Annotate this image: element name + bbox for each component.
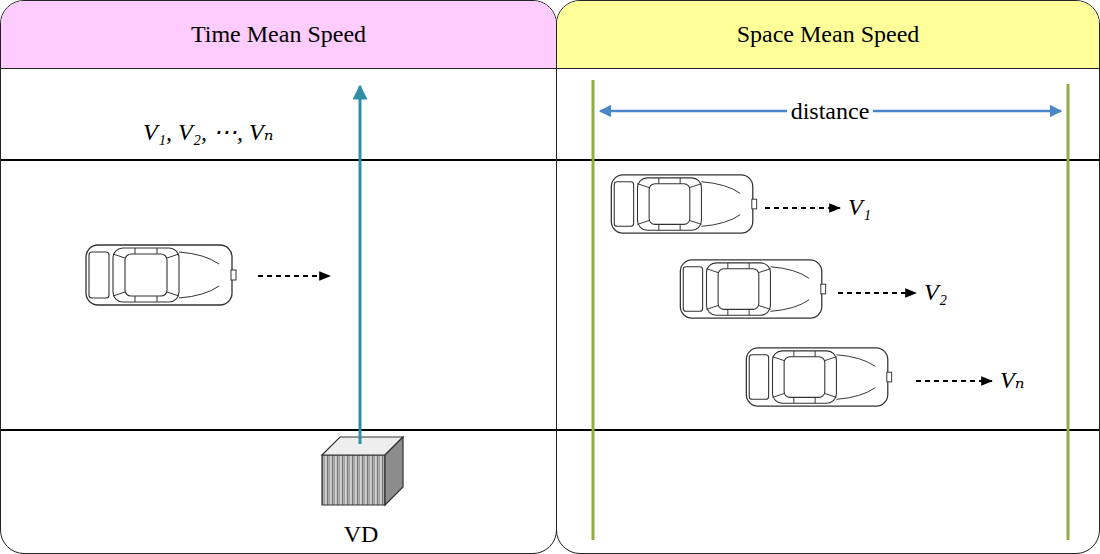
speed-label: Vₙ <box>1000 366 1024 395</box>
car <box>680 260 825 318</box>
motion-arrow <box>838 292 916 294</box>
device-label-box: VD <box>301 497 421 547</box>
section-boundary <box>1067 84 1070 540</box>
car <box>746 348 891 406</box>
speed-list: V₁, V₂, ⋯, Vₙ <box>143 118 273 147</box>
motion-arrow <box>916 380 992 382</box>
section-boundary <box>592 80 595 540</box>
road-edge <box>0 429 1100 431</box>
detection-arrow <box>359 86 362 444</box>
motion-arrow <box>258 275 330 277</box>
road-edge <box>0 159 1100 161</box>
device-label: VD <box>344 521 379 547</box>
motion-arrow <box>765 207 840 209</box>
speed-label: V₁ <box>848 193 871 222</box>
car <box>611 175 756 233</box>
vehicle-detector-icon <box>322 437 403 505</box>
panel: Time Mean SpeedVD <box>0 0 557 554</box>
speed-label: V₂ <box>924 278 947 307</box>
distance-label: distance <box>787 97 874 126</box>
car <box>86 245 236 305</box>
panel-header: Time Mean Speed <box>1 1 556 69</box>
panel: Space Mean Speed <box>556 0 1100 554</box>
panel-header: Space Mean Speed <box>557 1 1099 69</box>
